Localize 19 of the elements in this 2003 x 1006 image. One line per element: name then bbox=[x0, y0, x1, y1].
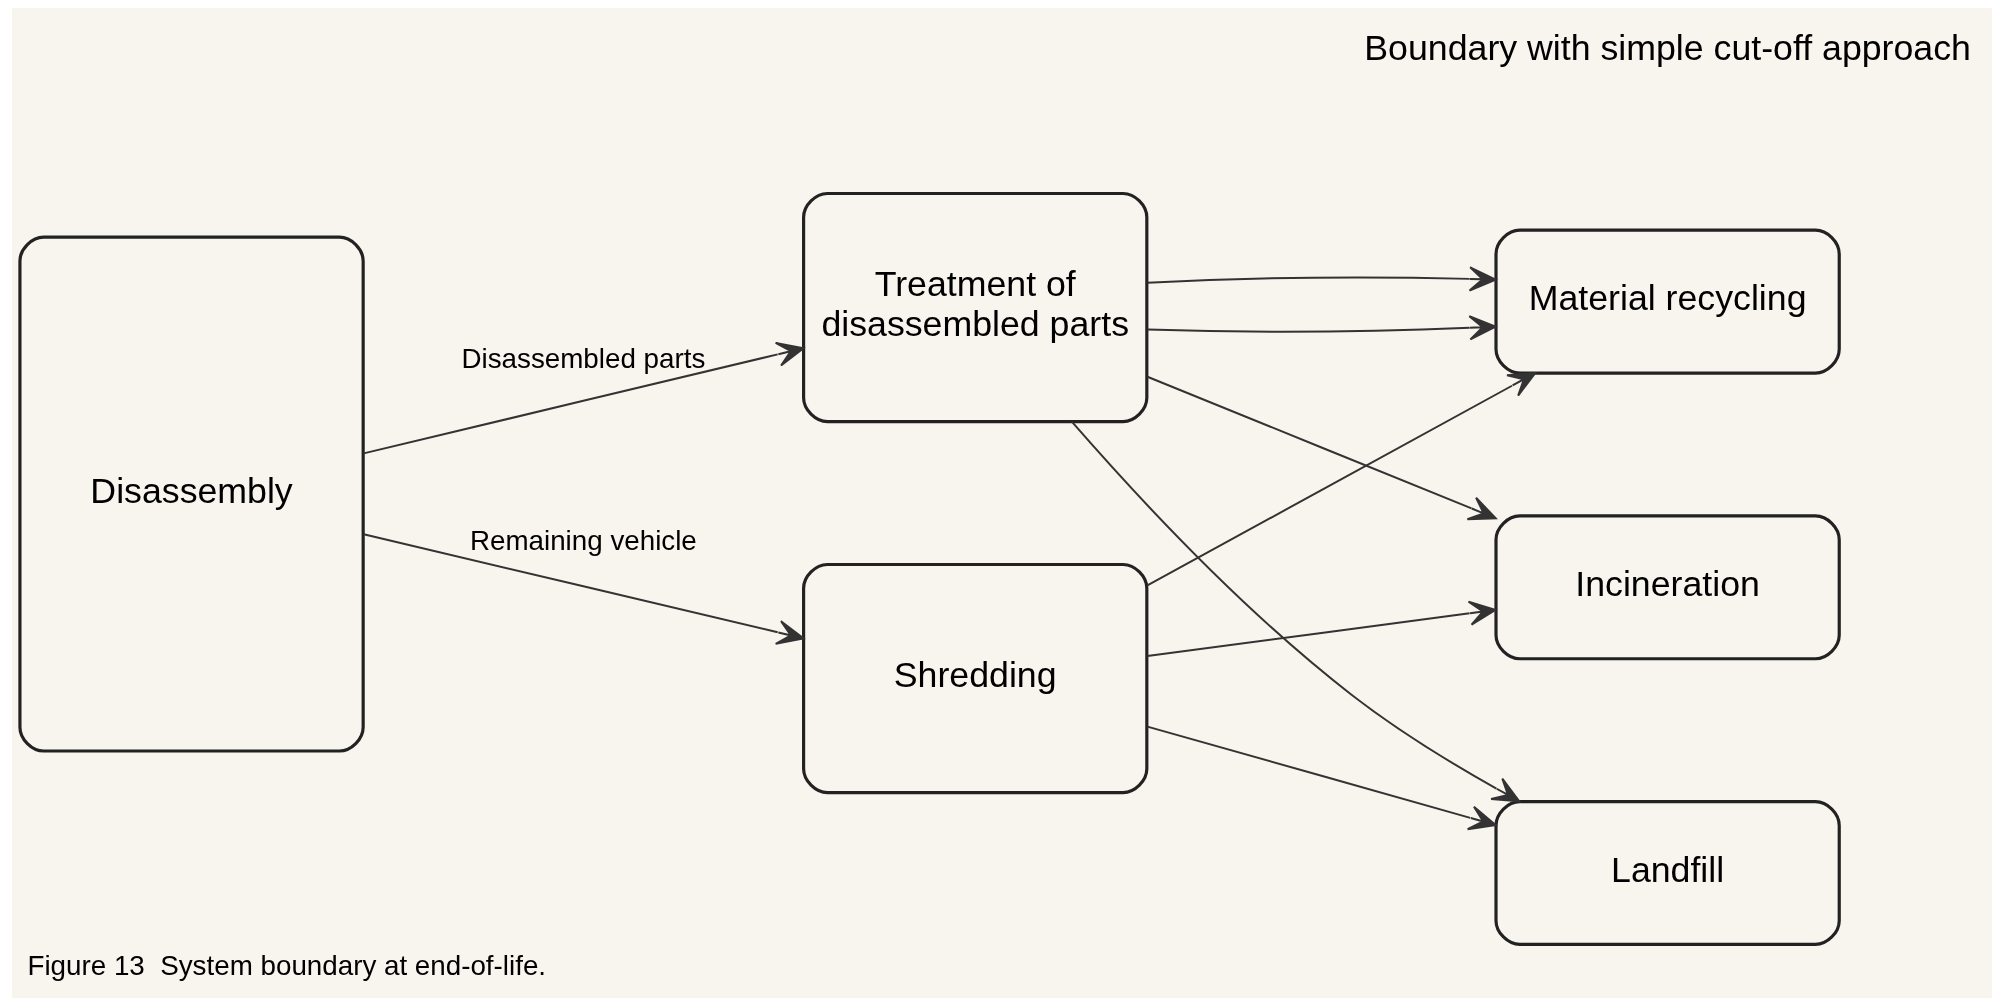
arrow bbox=[362, 341, 804, 455]
caption: Figure 13 System boundary at end-of-life. bbox=[27, 949, 546, 981]
arrow bbox=[1145, 600, 1497, 657]
node-box: Incineration bbox=[1493, 514, 1841, 661]
arrow bbox=[1145, 266, 1497, 292]
arrow bbox=[1145, 375, 1497, 521]
node-box: Treatment of disassembled parts bbox=[801, 191, 1148, 424]
edge-label: Disassembled parts bbox=[460, 342, 705, 374]
edge-label: Remaining vehicle bbox=[469, 525, 697, 557]
arrow bbox=[1145, 315, 1497, 341]
arrow bbox=[362, 533, 804, 645]
node-box: Material recycling bbox=[1493, 228, 1841, 375]
arrow bbox=[1145, 725, 1497, 831]
node-box: Landfill bbox=[1493, 800, 1841, 946]
node-box: Shredding bbox=[801, 562, 1148, 795]
node-box: Disassembly bbox=[17, 235, 365, 753]
arrow bbox=[1145, 372, 1536, 587]
label: Boundary with simple cut-off approach bbox=[1363, 28, 1971, 69]
arrow bbox=[1070, 420, 1520, 803]
